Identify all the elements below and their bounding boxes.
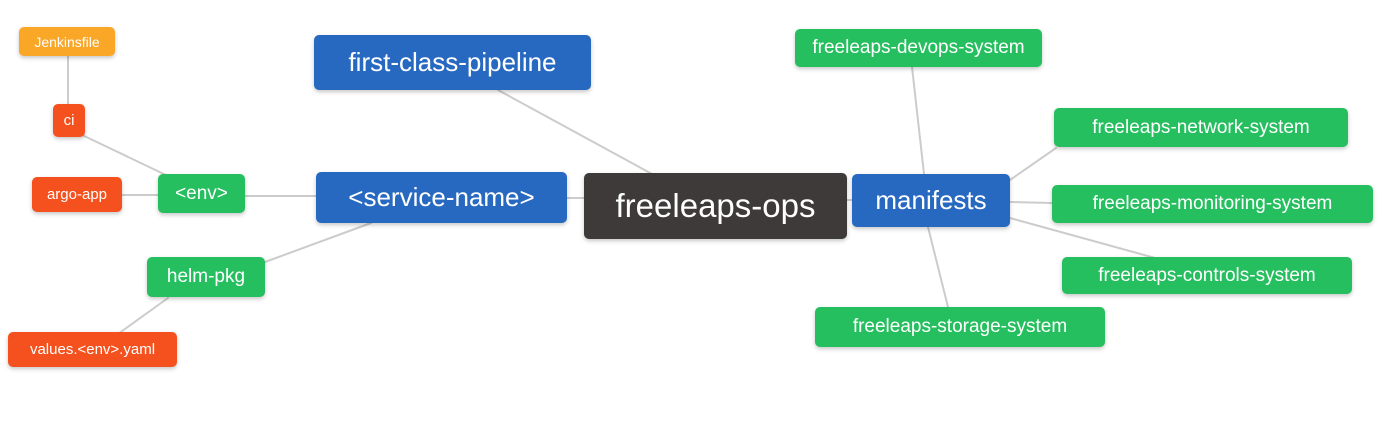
node-freeleaps-controls-system[interactable]: freeleaps-controls-system xyxy=(1062,257,1352,294)
node-freeleaps-network-system[interactable]: freeleaps-network-system xyxy=(1054,108,1348,147)
edge-manifests-devops xyxy=(911,66,925,175)
edge-manifests-storage xyxy=(927,226,949,308)
edge-first-class-pipeline-ops xyxy=(497,89,653,175)
node-manifests[interactable]: manifests xyxy=(852,174,1010,227)
node-argo-app[interactable]: argo-app xyxy=(32,177,122,212)
node-freeleaps-monitoring-system[interactable]: freeleaps-monitoring-system xyxy=(1052,185,1373,223)
edge-manifests-controls xyxy=(1009,217,1156,259)
edge-helm-pkg-service-name xyxy=(264,222,372,263)
node-first-class-pipeline[interactable]: first-class-pipeline xyxy=(314,35,591,90)
node-freeleaps-storage-system[interactable]: freeleaps-storage-system xyxy=(815,307,1105,347)
edge-manifests-network xyxy=(1009,147,1057,181)
edge-ci-env xyxy=(79,133,169,177)
node-freeleaps-devops-system[interactable]: freeleaps-devops-system xyxy=(795,29,1042,67)
node-jenkinsfile[interactable]: Jenkinsfile xyxy=(19,27,115,56)
node-service-name[interactable]: <service-name> xyxy=(316,172,567,223)
edge-values-helm-pkg xyxy=(117,297,169,335)
node-freeleaps-ops[interactable]: freeleaps-ops xyxy=(584,173,847,239)
node-env[interactable]: <env> xyxy=(158,174,245,213)
node-values-env-yaml[interactable]: values.<env>.yaml xyxy=(8,332,177,367)
edge-manifests-monitoring xyxy=(1009,201,1053,204)
node-ci[interactable]: ci xyxy=(53,104,85,137)
node-helm-pkg[interactable]: helm-pkg xyxy=(147,257,265,297)
